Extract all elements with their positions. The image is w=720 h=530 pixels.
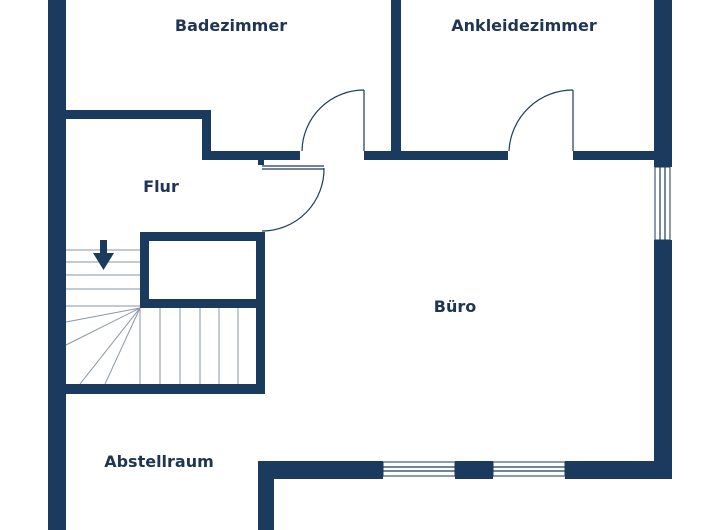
- door-bathroom: [301, 89, 365, 152]
- doors: [261, 89, 574, 232]
- wall-right-outer-top: [654, 0, 672, 167]
- door-dressing-room: [508, 89, 574, 152]
- wall-stair-right: [256, 232, 265, 394]
- wall-storage-right: [258, 461, 274, 530]
- wall-bath-dressing-divider: [391, 0, 401, 160]
- walls: [48, 0, 672, 530]
- wall-shaft-left: [140, 232, 149, 308]
- wall-office-bottom-left: [258, 461, 383, 479]
- wall-bath-bottom-stub: [258, 151, 264, 165]
- staircase: [65, 240, 239, 385]
- window-bottom-right: [492, 461, 566, 477]
- window-right: [654, 166, 671, 241]
- wall-office-bottom-right: [565, 461, 672, 479]
- wall-shaft-top: [140, 232, 265, 241]
- windows: [382, 166, 671, 477]
- wall-right-outer-bottom: [654, 240, 672, 479]
- room-label-buero: Büro: [434, 297, 476, 316]
- wall-bath-bottom-right: [364, 151, 508, 160]
- arrow-down-icon: [93, 240, 114, 270]
- wall-bath-bottom-left: [202, 151, 300, 160]
- room-label-flur: Flur: [143, 177, 179, 196]
- room-label-ankleidezimmer: Ankleidezimmer: [451, 16, 597, 35]
- wall-flur-top: [66, 110, 211, 119]
- door-hall-office: [261, 165, 325, 232]
- wall-dressing-bottom-right: [573, 151, 663, 160]
- wall-flur-step: [202, 110, 211, 160]
- room-label-abstellraum: Abstellraum: [104, 452, 214, 471]
- wall-shaft-bottom: [140, 299, 265, 308]
- room-label-badezimmer: Badezimmer: [175, 16, 287, 35]
- wall-left-outer: [48, 0, 66, 530]
- wall-stair-bottom: [66, 384, 265, 394]
- room-labels: Badezimmer Ankleidezimmer Flur Büro Abst…: [104, 16, 597, 471]
- window-bottom-left: [382, 461, 456, 477]
- wall-office-bottom-mid: [455, 461, 493, 479]
